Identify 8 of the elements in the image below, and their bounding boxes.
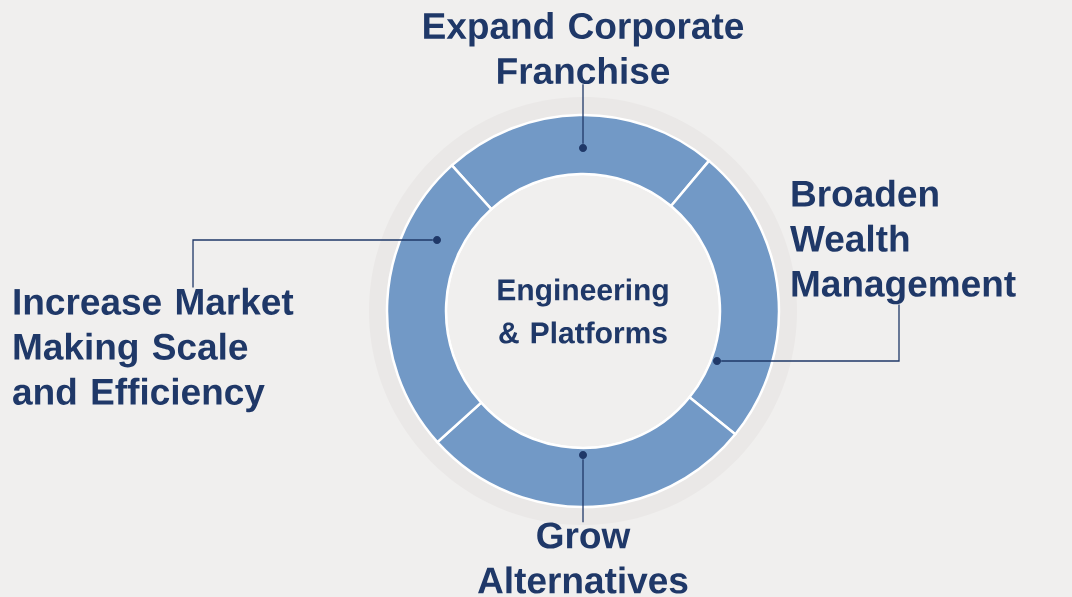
label-text: Expand Corporate Franchise: [424, 11, 744, 85]
leader-line: [192, 239, 434, 289]
label-text: Increase Market Making Scale and Efficiency: [13, 287, 294, 413]
leader-line: [582, 83, 584, 145]
leader-line: [720, 303, 900, 362]
label-text: Grow Alternatives: [478, 522, 688, 594]
leader-line: [582, 458, 584, 523]
label-text: Broaden Wealth Management: [790, 179, 1016, 305]
